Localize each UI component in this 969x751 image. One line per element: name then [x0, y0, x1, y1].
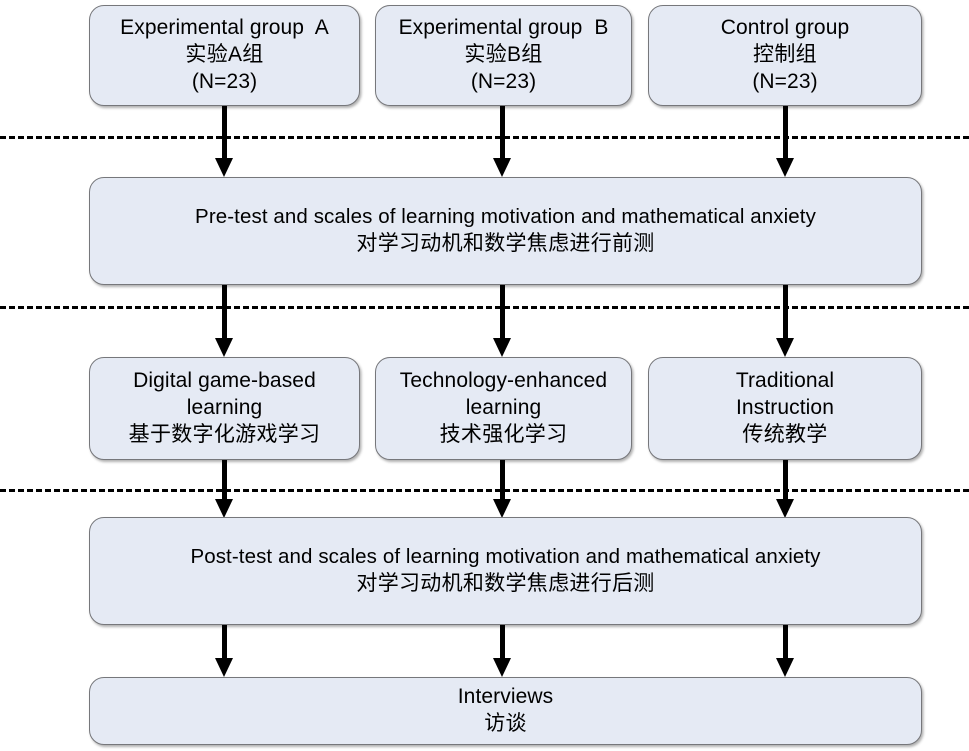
box-experimental-group-b[interactable]: Experimental group B 实验B组 (N=23) [375, 5, 632, 106]
box-label-n: (N=23) [470, 69, 537, 93]
box-digital-game-based-learning[interactable]: Digital game-based learning 基于数字化游戏学习 [89, 357, 360, 460]
box-label-zh: 实验A组 [185, 43, 264, 67]
box-technology-enhanced-learning[interactable]: Technology-enhanced learning 技术强化学习 [375, 357, 632, 460]
box-label-n: (N=23) [752, 69, 818, 93]
box-pretest[interactable]: Pre-test and scales of learning motivati… [89, 177, 922, 285]
box-label-zh: 控制组 [753, 43, 817, 67]
box-label-en: Control group [720, 16, 850, 40]
separator-after-groups [0, 136, 969, 139]
box-label-en-line1: Digital game-based [133, 369, 316, 393]
box-interviews[interactable]: Interviews 访谈 [89, 677, 922, 745]
box-label-zh: 访谈 [484, 712, 527, 735]
separator-after-treatments [0, 489, 969, 492]
separator-after-pretest [0, 306, 969, 309]
box-posttest[interactable]: Post-test and scales of learning motivat… [89, 517, 922, 625]
box-label-en: Interviews [457, 685, 554, 709]
box-label-en-line2: learning [465, 396, 542, 420]
box-label-zh: 对学习动机和数学焦虑进行前测 [356, 231, 655, 255]
box-label-en-line1: Traditional [735, 369, 835, 393]
box-label-zh: 基于数字化游戏学习 [128, 422, 321, 446]
box-experimental-group-a[interactable]: Experimental group A 实验A组 (N=23) [89, 5, 360, 106]
box-label-zh: 实验B组 [464, 43, 543, 67]
box-label-zh: 技术强化学习 [439, 422, 568, 446]
box-label-en-line2: learning [186, 396, 263, 420]
box-label-en-line1: Technology-enhanced [399, 369, 608, 393]
box-traditional-instruction[interactable]: Traditional Instruction 传统教学 [648, 357, 922, 460]
box-label-zh: 传统教学 [742, 422, 828, 446]
box-label-n: (N=23) [191, 69, 258, 93]
box-label-en: Post-test and scales of learning motivat… [190, 545, 821, 569]
box-label-en-line2: Instruction [736, 396, 834, 420]
box-label-zh: 对学习动机和数学焦虑进行后测 [356, 571, 655, 595]
box-control-group[interactable]: Control group 控制组 (N=23) [648, 5, 922, 106]
box-label-en: Experimental group A [120, 16, 329, 40]
box-label-en: Pre-test and scales of learning motivati… [195, 205, 816, 229]
box-label-en: Experimental group B [398, 16, 609, 40]
